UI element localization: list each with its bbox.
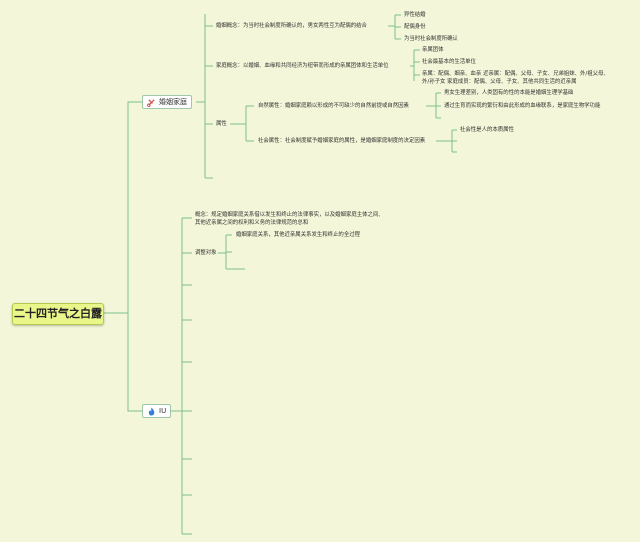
family-item-relatives-group[interactable]: 亲属团体 [422,47,444,53]
object-item-full-process[interactable]: 婚姻家庭关系，其他近亲属关系发生和终止的全过程 [236,232,360,238]
social-attribute[interactable]: 社会属性：社会制度赋予婚姻家庭的属性，是婚姻家庭制度的决定因素 [258,138,426,144]
adjustment-object[interactable]: 调整对象 [195,250,217,256]
law-concept-line2[interactable]: 其他近亲属之间的权利和义务的法律规范的总和 [195,220,309,226]
marriage-item-recognized[interactable]: 为当时社会制度所确认 [404,36,458,42]
marriage-item-spouse[interactable]: 配偶身份 [404,24,426,30]
family-relatives-line1[interactable]: 亲属：配偶、姻亲、血亲 近亲属：配偶、父母、子女、兄弟姐妹、外/祖父母、 [422,71,609,77]
branch-iu[interactable]: IU [142,404,172,418]
branch-label: 婚姻家庭 [159,98,187,106]
family-relatives-line2[interactable]: 外/孙子女 家庭成员：配偶、父母、子女、其他共同生活的近亲属 [422,79,577,85]
family-concept[interactable]: 家庭概念：以婚姻、血缘和共同经济为纽带而形成的亲属团体和生活单位 [216,63,389,69]
law-concept-line1[interactable]: 概念：规定婚姻家庭关系借以发生和终止的法律事实，以及婚姻家庭主体之间、 [195,212,384,218]
natural-item-physiology[interactable]: 男女生理差别，人类固有的性的本能是婚姻生理学基础 [444,90,574,96]
attributes-label[interactable]: 属性 [216,121,227,127]
branch-label: IU [159,407,167,415]
social-item-human-nature[interactable]: 社会性是人的本质属性 [460,127,514,133]
family-item-basic-unit[interactable]: 社会最基本的生活单位 [422,59,476,65]
marriage-concept[interactable]: 婚姻概念：为当时社会制度所确认的，男女两性互为配偶的结合 [216,23,367,29]
scissors-icon [147,99,155,107]
natural-item-reproduction[interactable]: 通过生育而实现的繁衍和由此形成的血缘联系，是家庭生物学功能 [444,103,601,109]
natural-attribute[interactable]: 自然属性：婚姻家庭赖以形成的不可缺少的自然前提或自然因素 [258,103,409,109]
branch-marriage-family[interactable]: 婚姻家庭 [142,95,192,109]
flame-icon [148,407,155,416]
root-node[interactable]: 二十四节气之白露 [12,303,104,325]
marriage-item-heterosexual[interactable]: 异性结婚 [404,12,426,18]
